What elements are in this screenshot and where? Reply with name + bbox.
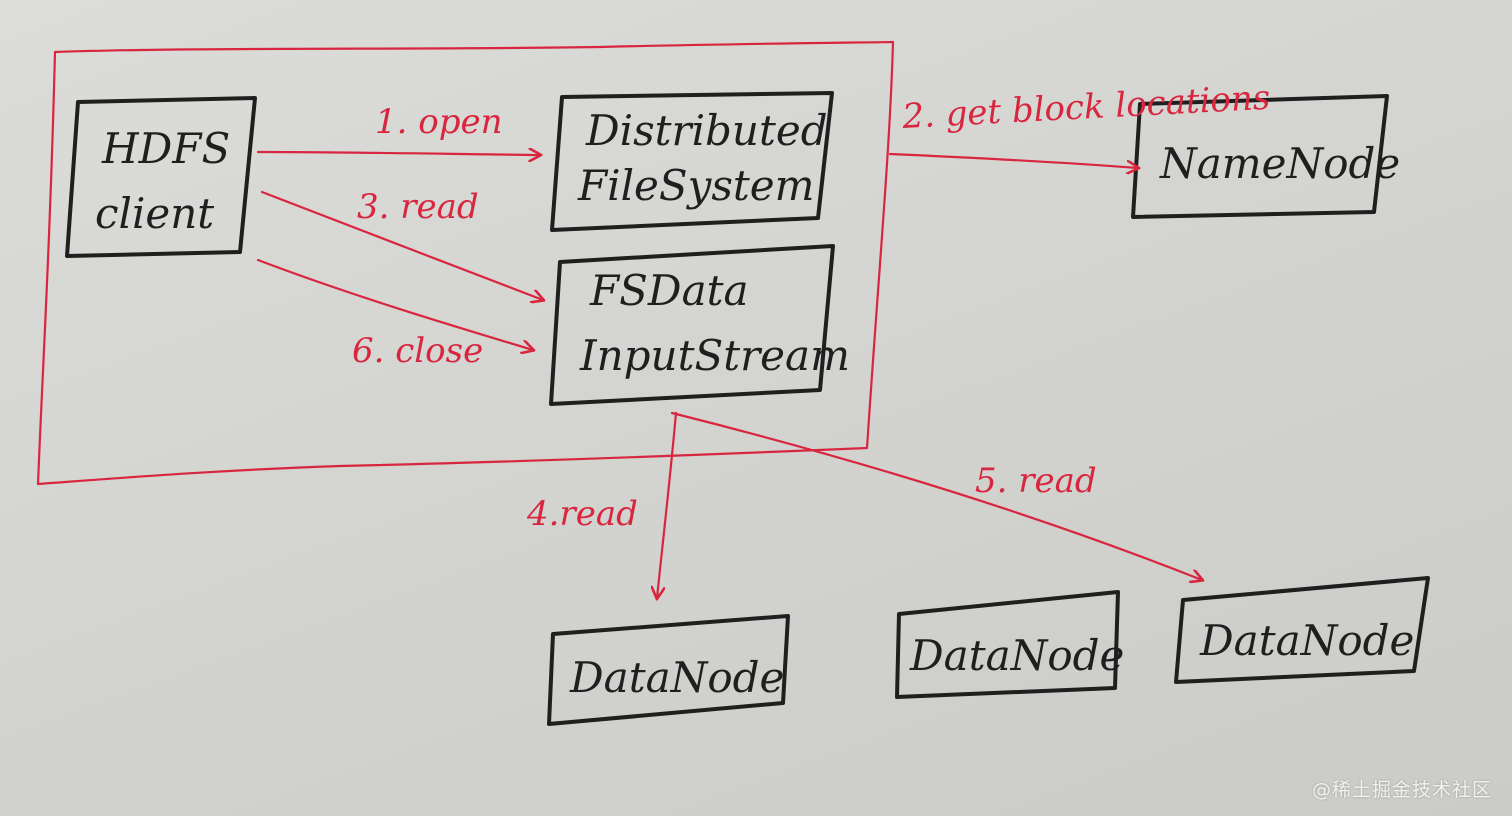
- arrow-read-5: [670, 411, 1202, 580]
- hdfs-client-node: HDFS client: [65, 96, 257, 258]
- hdfs-client-label-line1: HDFS: [101, 124, 230, 173]
- datanode-node: DataNode: [1174, 576, 1430, 684]
- label-read-4: 4.read: [526, 494, 638, 534]
- fsdata-inputstream-node: FSData InputStream: [549, 244, 850, 406]
- label-read-5: 5. read: [975, 461, 1097, 501]
- watermark-text: @稀土掘金技术社区: [1311, 779, 1492, 801]
- label-get-block-locations: 2. get block locations: [900, 78, 1271, 137]
- arrow-close: [256, 258, 533, 350]
- distributed-filesystem-label-line1: Distributed: [585, 106, 828, 155]
- distributed-filesystem-node: Distributed FileSystem: [550, 91, 834, 232]
- label-read-3: 3. read: [357, 187, 479, 227]
- fsdata-inputstream-label-line1: FSData: [589, 266, 749, 315]
- datanode-node: DataNode: [895, 590, 1124, 699]
- datanode-label: DataNode: [909, 631, 1124, 680]
- datanode-label: DataNode: [569, 653, 784, 702]
- label-open: 1. open: [375, 102, 503, 142]
- datanode-node: DataNode: [547, 614, 790, 726]
- namenode-label: NameNode: [1159, 139, 1400, 188]
- client-jvm-boundary: [36, 40, 895, 486]
- distributed-filesystem-label-line2: FileSystem: [577, 161, 814, 210]
- arrow-read-4: [657, 411, 678, 598]
- label-close: 6. close: [352, 331, 483, 371]
- arrow-open: [256, 152, 540, 155]
- arrow-read-3: [260, 190, 543, 300]
- arrow-get-block-locations: [888, 152, 1138, 168]
- namenode-node: NameNode: [1131, 94, 1400, 219]
- datanode-label: DataNode: [1199, 616, 1414, 665]
- hdfs-client-label-line2: client: [95, 189, 214, 238]
- fsdata-inputstream-label-line2: InputStream: [579, 331, 850, 380]
